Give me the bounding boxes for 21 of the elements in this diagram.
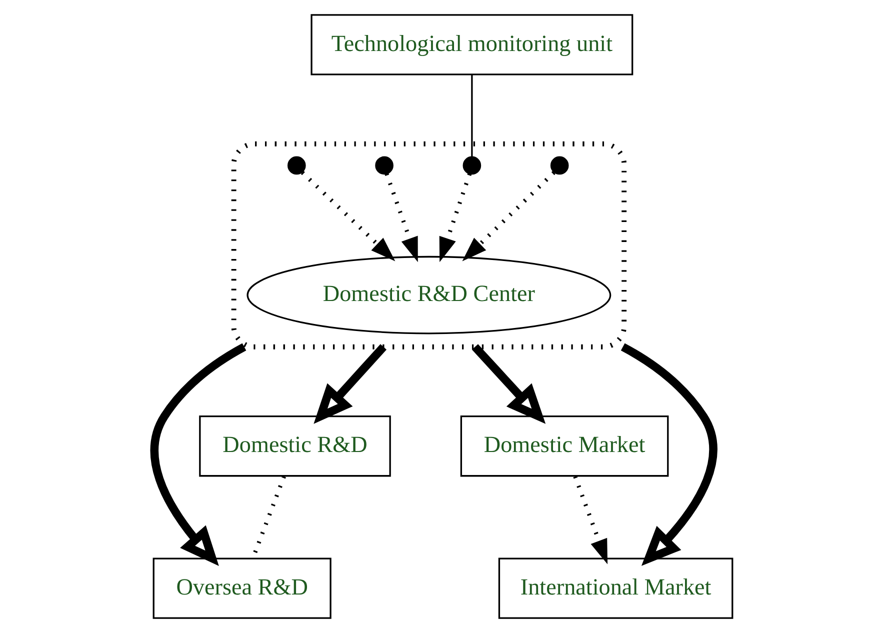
node-ellipse: Domestic R&D Center (246, 256, 611, 334)
node-circle (550, 156, 568, 175)
node-box: Domestic Market (460, 416, 668, 477)
node-circle (374, 156, 393, 175)
connector (470, 74, 472, 157)
arrow (620, 343, 717, 566)
arrow (150, 343, 246, 566)
node-box: Technological monitoring unit (310, 14, 633, 76)
arrow (313, 344, 386, 424)
node-circle (287, 156, 306, 175)
node-box: International Market (498, 558, 733, 619)
arrow (471, 344, 546, 424)
node-circle (462, 156, 481, 175)
arrow (384, 173, 418, 262)
arrow (438, 173, 472, 262)
node-box: Oversea R&D (152, 558, 331, 619)
arrow (462, 171, 555, 262)
cluster (230, 141, 626, 350)
node-box: Domestic R&D (198, 416, 390, 477)
arrow (572, 476, 608, 564)
arrow (300, 171, 395, 262)
